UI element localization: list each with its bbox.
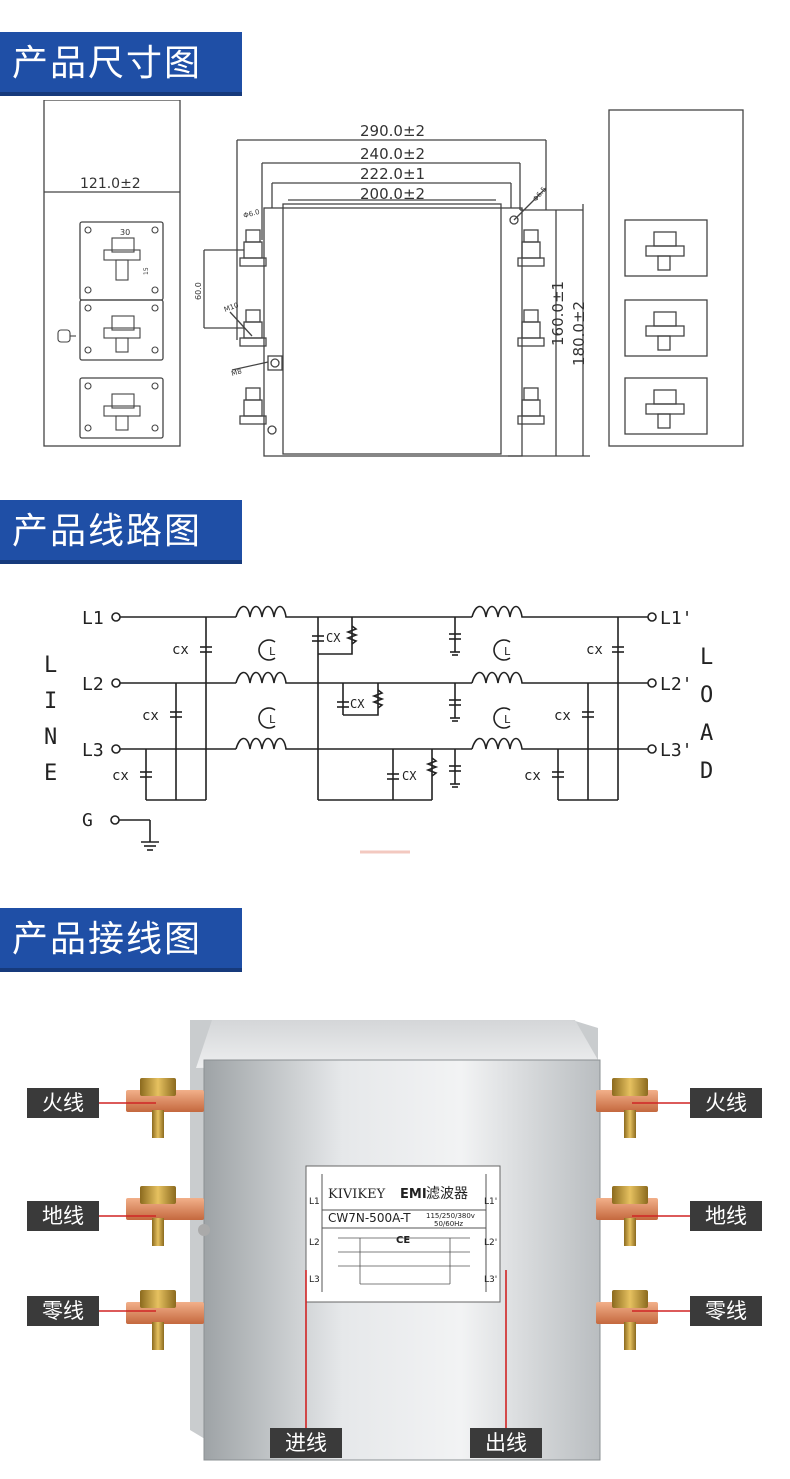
cap-label: cx xyxy=(554,708,571,724)
inductor-label: L xyxy=(269,713,276,726)
dim-180: 180.0±2 xyxy=(570,301,588,366)
dim-30: 30 xyxy=(120,228,130,237)
dimension-drawing: 121.0±2 xyxy=(0,100,790,480)
dim-222: 222.0±1 xyxy=(360,165,425,183)
front-view xyxy=(203,139,590,457)
cap-label: cx xyxy=(172,642,189,658)
tag-neutral-right: 零线 xyxy=(690,1296,762,1326)
section-title-wiring: 产品接线图 xyxy=(0,908,242,972)
dim-200: 200.0±2 xyxy=(360,185,425,203)
dim-60: 60.0 xyxy=(194,282,203,300)
cap-label: cx xyxy=(112,768,129,784)
section-title-circuit: 产品线路图 xyxy=(0,500,242,564)
dim-m8: M8 xyxy=(230,367,242,377)
label-ce: CE xyxy=(396,1235,410,1246)
dim-15: 15 xyxy=(143,267,150,275)
load-letter-d: D xyxy=(700,759,713,784)
line-letter-e: E xyxy=(44,761,57,786)
tag-ground-left: 地线 xyxy=(27,1201,99,1231)
cap-label: cx xyxy=(586,642,603,658)
inductor-label: L xyxy=(269,645,276,658)
load-letter-o: O xyxy=(700,683,713,708)
right-terminals xyxy=(596,1078,658,1350)
section-title-dimensions: 产品尺寸图 xyxy=(0,32,242,96)
cap-label-upper: CX xyxy=(350,697,365,711)
label-left-l1: L1 xyxy=(309,1197,320,1207)
dim-121: 121.0±2 xyxy=(80,176,141,192)
line-letter-l: L xyxy=(44,653,57,678)
tag-outlet: 出线 xyxy=(470,1428,542,1458)
tag-neutral-left: 零线 xyxy=(27,1296,99,1326)
dim-290: 290.0±2 xyxy=(360,122,425,140)
load-letter-l: L xyxy=(700,645,713,670)
label-freq: 50/60Hz xyxy=(434,1220,463,1228)
label-type-en: EMI xyxy=(400,1187,427,1202)
ground-label: G xyxy=(82,810,93,831)
in-label-l2: L2 xyxy=(82,674,104,695)
tag-live-left: 火线 xyxy=(27,1088,99,1118)
label-brand: KIVIKEY xyxy=(328,1187,386,1202)
filter-top xyxy=(196,1020,598,1068)
label-voltage: 115/250/380v xyxy=(426,1212,475,1220)
cap-label-upper: CX xyxy=(402,769,417,783)
label-model: CW7N-500A-T xyxy=(328,1211,411,1225)
left-view xyxy=(57,221,164,439)
label-type-zh: 滤波器 xyxy=(426,1186,468,1202)
tag-inlet: 进线 xyxy=(270,1428,342,1458)
load-letter-a: A xyxy=(700,721,713,746)
label-left-l2: L2 xyxy=(309,1238,320,1248)
label-right-l1: L1' xyxy=(484,1197,497,1207)
tag-live-right: 火线 xyxy=(690,1088,762,1118)
tag-ground-right: 地线 xyxy=(690,1201,762,1231)
label-right-l3: L3' xyxy=(484,1275,497,1285)
in-label-l1: L1 xyxy=(82,608,104,629)
inductor-label: L xyxy=(504,713,511,726)
inductor-label: L xyxy=(504,645,511,658)
out-label-l3: L3' xyxy=(660,740,693,761)
cap-label-upper: CX xyxy=(326,631,341,645)
out-label-l1: L1' xyxy=(660,608,693,629)
in-label-l3: L3 xyxy=(82,740,104,761)
cap-label: cx xyxy=(524,768,541,784)
dim-240: 240.0±2 xyxy=(360,145,425,163)
label-right-l2: L2' xyxy=(484,1238,497,1248)
dim-160: 160.0±1 xyxy=(549,281,567,346)
dim-phi6: Φ6.0 xyxy=(242,208,260,220)
inductor-coils xyxy=(235,605,536,750)
line-letter-n: N xyxy=(44,725,57,750)
left-terminals xyxy=(126,1078,210,1350)
circuit-diagram: L1 L2 L3 L1' L2' L3' G L I N E L O A D c… xyxy=(0,590,790,870)
right-view xyxy=(608,109,744,447)
wiring-photo: KIVIKEY EMI 滤波器 CW7N-500A-T 115/250/380v… xyxy=(0,1000,790,1479)
line-letter-i: I xyxy=(44,689,57,714)
out-label-l2: L2' xyxy=(660,674,693,695)
label-left-l3: L3 xyxy=(309,1275,320,1285)
cap-label: cx xyxy=(142,708,159,724)
